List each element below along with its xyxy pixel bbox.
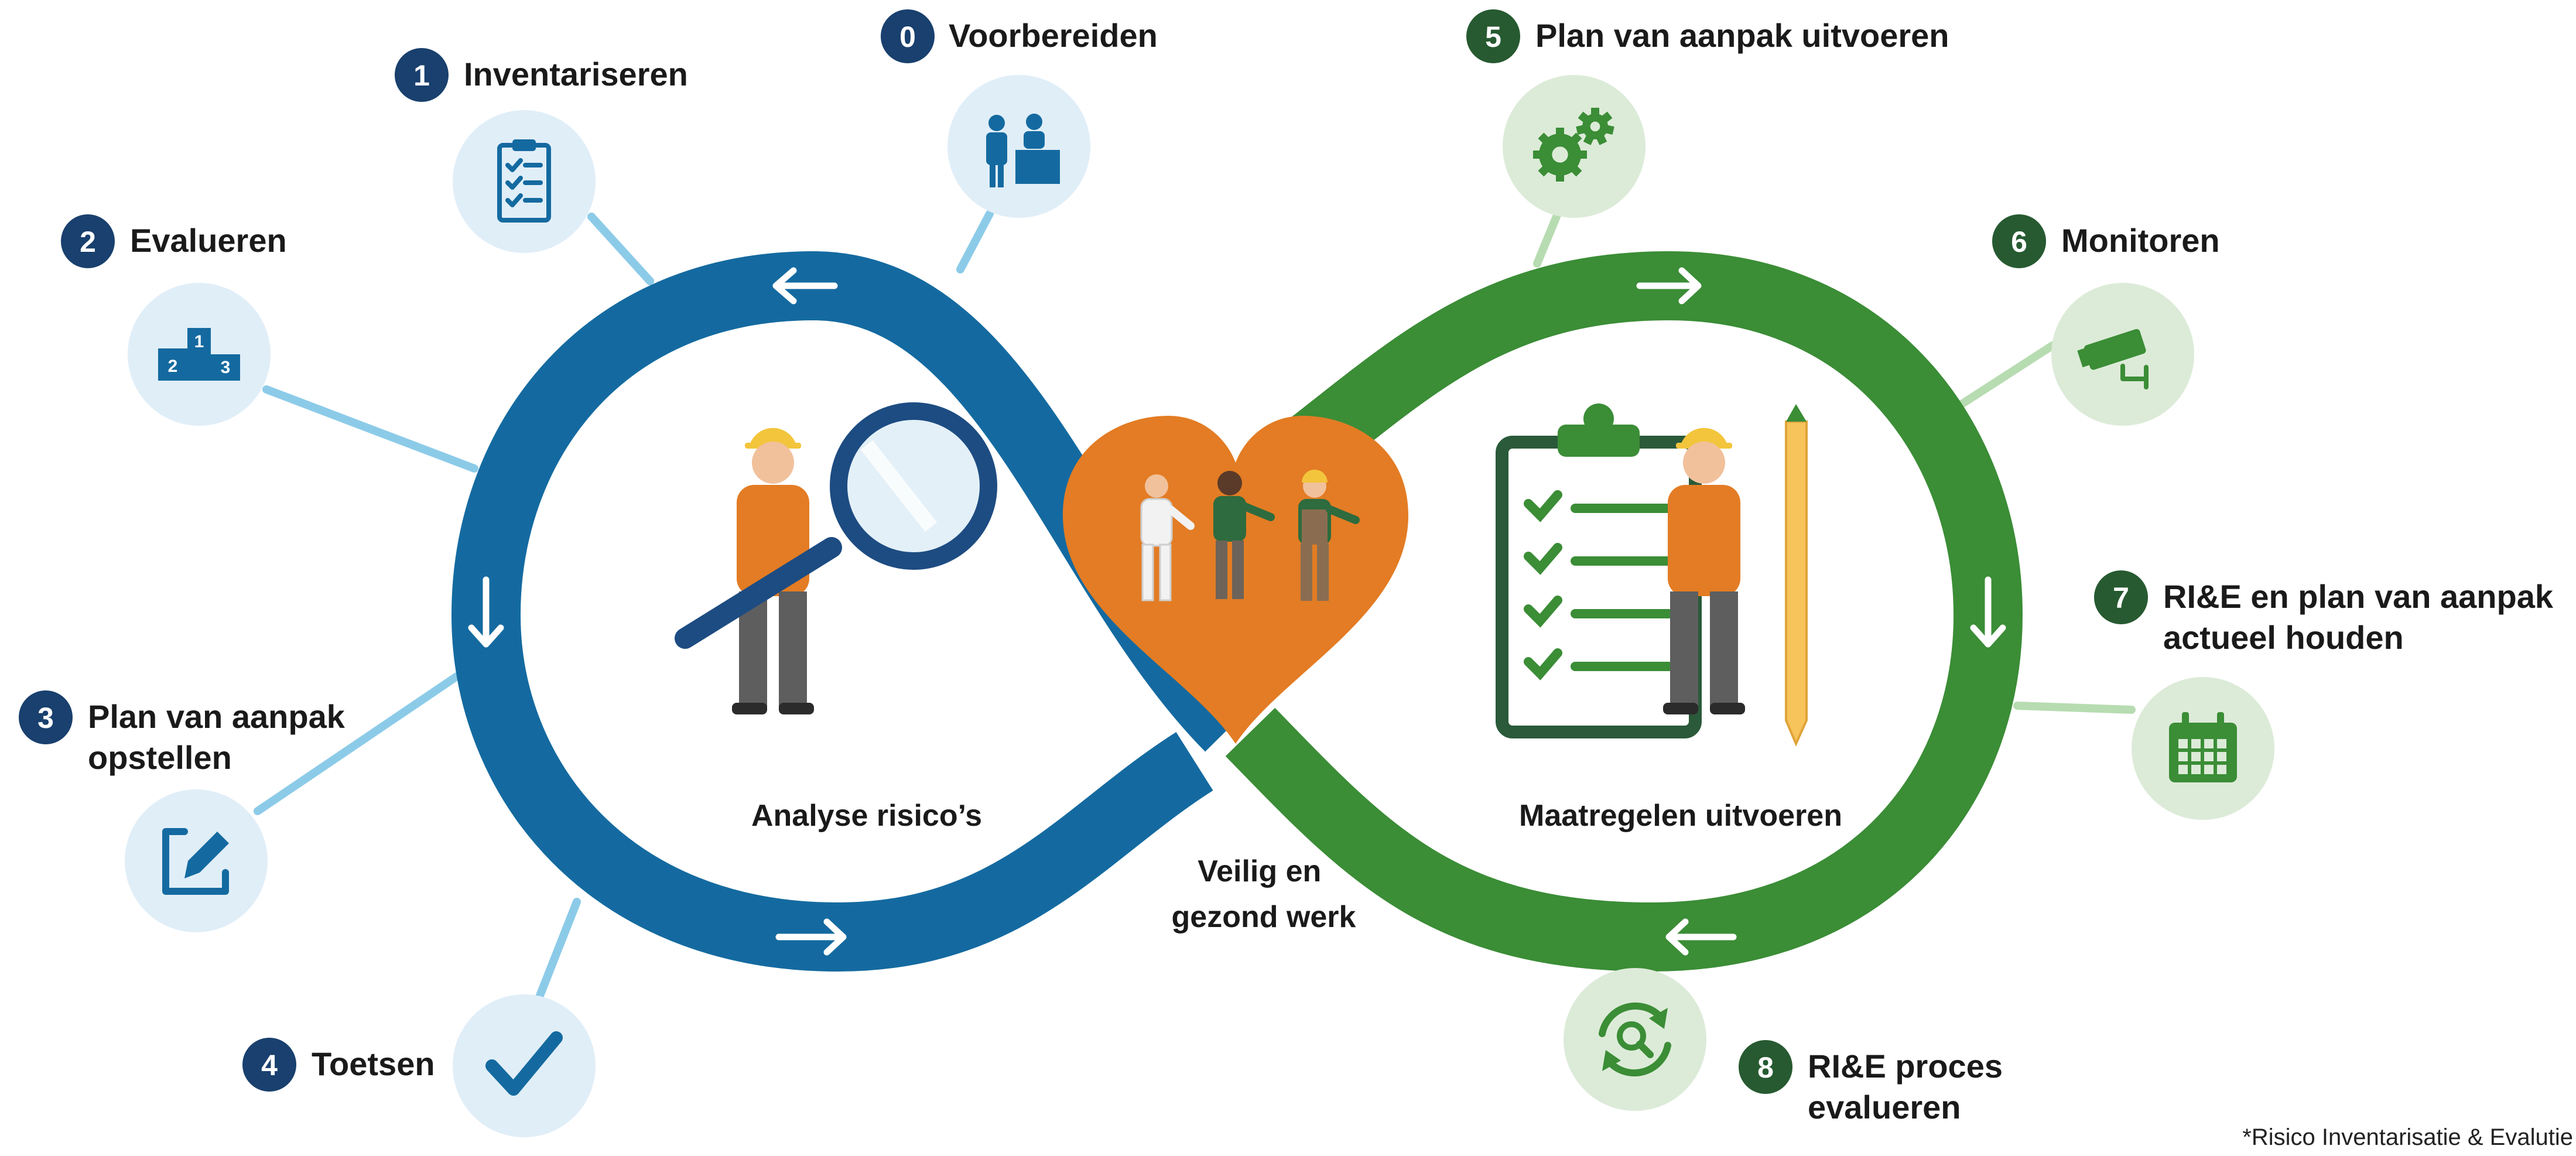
step-1-badge: 1 [395, 48, 449, 102]
step-3-label-line-1: Plan van aanpak [88, 698, 345, 735]
step-2-badge: 2 [61, 214, 115, 268]
step-7-label: RI&E en plan van aanpak actueel houden [2163, 578, 2554, 656]
step-0-label-line-1: Voorbereiden [949, 17, 1158, 54]
step-3-icon-circle [125, 789, 268, 932]
step-6: 6 Monitoren [1992, 214, 2220, 426]
step-2-label-line-1: Evalueren [130, 222, 287, 259]
center-label-line-2: gezond werk [1172, 900, 1356, 934]
refresh-search-icon [1599, 1002, 1671, 1077]
team-workers-illustration [1140, 470, 1360, 601]
step-5-badge: 5 [1466, 9, 1520, 63]
step-4-label-line-1: Toetsen [312, 1045, 435, 1082]
step-0-number: 0 [899, 20, 916, 53]
center-label-line-1: Veilig en [1198, 854, 1321, 888]
step-1: 1 Inventariseren [395, 48, 688, 253]
step-3-label-line-2: opstellen [88, 739, 232, 776]
connector-lines [254, 210, 2136, 1020]
gears-icon [1533, 108, 1614, 182]
arrow-right-side [1970, 576, 2006, 648]
step-1-number: 1 [413, 59, 430, 92]
connector-0 [956, 210, 994, 273]
step-4: 4 Toetsen [242, 994, 596, 1137]
step-0-label: Voorbereiden [949, 17, 1158, 54]
step-3-badge: 3 [19, 690, 73, 744]
meeting-icon [986, 114, 1060, 187]
step-7-icon-circle [2132, 677, 2274, 820]
svg-text:2: 2 [168, 357, 178, 376]
podium-icon: 12 3 [158, 328, 240, 381]
worker-with-clipboard-illustration [1496, 403, 1808, 747]
step-8-icon-circle [1564, 968, 1706, 1111]
connector-4 [535, 898, 581, 1003]
arrow-left-top [772, 267, 838, 305]
center-label: Veilig en gezond werk [1172, 854, 1356, 934]
step-7-badge: 7 [2094, 570, 2148, 624]
worker-with-magnifier-illustration [675, 402, 997, 714]
step-1-label: Inventariseren [464, 56, 688, 93]
connector-1 [587, 213, 654, 285]
step-8-label-line-2: evalueren [1808, 1089, 1961, 1126]
step-2-icon-circle: 12 3 [128, 283, 271, 426]
step-4-label: Toetsen [312, 1045, 435, 1082]
arrow-left-bottom [775, 918, 847, 956]
connector-5 [1533, 210, 1562, 268]
step-8: 8 RI&E proces evalueren [1564, 968, 2003, 1126]
left-loop-label: Analyse risico’s [751, 799, 982, 833]
step-1-label-line-1: Inventariseren [464, 56, 688, 93]
footnote: *Risico Inventarisatie & Evalutie [2242, 1124, 2573, 1150]
svg-text:1: 1 [194, 332, 204, 351]
step-2-number: 2 [80, 225, 96, 258]
connector-6 [1958, 341, 2057, 408]
connector-2 [262, 385, 478, 473]
step-2-label: Evalueren [130, 222, 287, 259]
arrow-left-side [468, 576, 504, 648]
clipboard-checklist-icon [497, 139, 551, 223]
step-5-label: Plan van aanpak uitvoeren [1535, 17, 1949, 54]
step-0-badge: 0 [881, 9, 935, 63]
step-3-label: Plan van aanpak opstellen [88, 698, 345, 776]
step-5-number: 5 [1485, 20, 1501, 53]
arrow-right-top [1636, 267, 1702, 305]
step-8-number: 8 [1757, 1051, 1774, 1084]
step-8-badge: 8 [1739, 1040, 1792, 1094]
step-0-icon-circle [947, 75, 1090, 218]
step-5-label-line-1: Plan van aanpak uitvoeren [1535, 17, 1949, 54]
step-4-badge: 4 [242, 1038, 296, 1092]
step-1-icon-circle [453, 110, 596, 253]
step-6-badge: 6 [1992, 214, 2046, 268]
connector-3 [254, 672, 461, 815]
step-6-label-line-1: Monitoren [2061, 222, 2220, 259]
step-0: 0 Voorbereiden [881, 9, 1158, 218]
arrow-right-bottom [1665, 918, 1737, 956]
step-7-number: 7 [2113, 582, 2129, 614]
step-3: 3 Plan van aanpak opstellen [19, 690, 345, 932]
security-camera-icon [2077, 329, 2149, 389]
step-5: 5 Plan van aanpak uitvoeren [1466, 9, 1949, 218]
edit-icon [162, 828, 229, 895]
step-7-label-line-1: RI&E en plan van aanpak [2163, 578, 2554, 615]
step-8-label: RI&E proces evalueren [1808, 1048, 2003, 1126]
step-5-icon-circle [1503, 75, 1646, 218]
right-loop-label: Maatregelen uitvoeren [1519, 799, 1842, 833]
infinity-loop [451, 251, 2023, 972]
checkmark-icon [485, 1031, 563, 1096]
svg-text:3: 3 [221, 358, 231, 377]
step-6-number: 6 [2011, 225, 2027, 258]
left-loop [451, 251, 1254, 972]
calendar-icon [2169, 712, 2237, 782]
step-4-number: 4 [261, 1049, 278, 1082]
step-7: 7 RI&E en plan van aanpak actueel houden [2094, 570, 2554, 820]
step-7-label-line-2: actueel houden [2163, 619, 2404, 656]
connector-7 [2013, 702, 2136, 714]
step-3-number: 3 [37, 702, 54, 734]
step-8-label-line-1: RI&E proces [1808, 1048, 2003, 1085]
step-4-icon-circle [453, 994, 596, 1137]
step-6-icon-circle [2051, 283, 2194, 426]
step-6-label: Monitoren [2061, 222, 2220, 259]
